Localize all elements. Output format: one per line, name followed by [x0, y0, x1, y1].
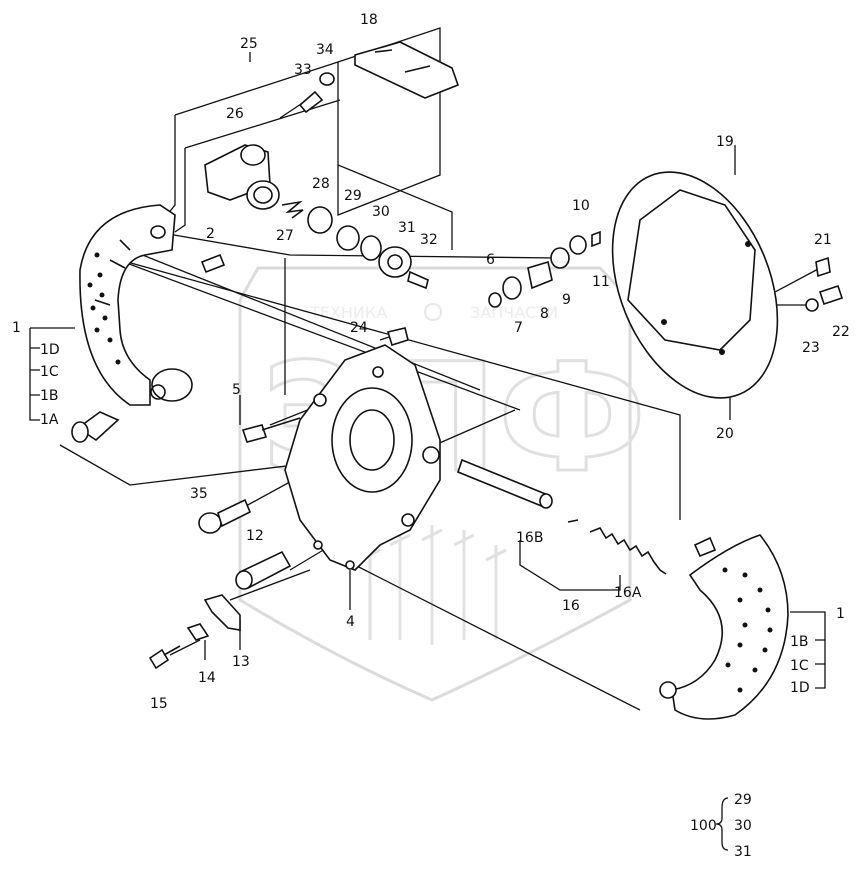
callout-4: 4 [346, 614, 355, 630]
callout-right-1: 1 [836, 606, 845, 622]
watermark-text-2: ЗАПЧАСТИ [470, 303, 558, 322]
callout-25: 25 [240, 36, 258, 52]
part-1-right-brake-shoe [659, 534, 789, 720]
kit-item-30: 30 [734, 818, 752, 834]
callout-35: 35 [190, 486, 208, 502]
part-27-spring [281, 200, 304, 219]
kit-number: 100 [690, 818, 717, 834]
callout-27: 27 [276, 228, 294, 244]
callout-28: 28 [312, 176, 330, 192]
callout-23: 23 [802, 340, 820, 356]
callout-32: 32 [420, 232, 438, 248]
part-4-backing-plate [284, 344, 441, 571]
callout-30: 30 [372, 204, 390, 220]
gear-icon [424, 303, 442, 321]
part-7-spring [502, 276, 522, 300]
part-12-pin [235, 550, 292, 590]
callout-1d: 1D [40, 342, 60, 358]
callout-34: 34 [316, 42, 334, 58]
part-13-clip [203, 594, 241, 631]
callout-7: 7 [514, 320, 523, 336]
callout-9: 9 [562, 292, 571, 308]
part-18-plate [354, 41, 460, 99]
callout-1b: 1B [40, 388, 59, 404]
callout-11: 11 [592, 274, 610, 290]
callout-15: 15 [150, 696, 168, 712]
callout-33: 33 [294, 62, 312, 78]
callout-16: 16 [562, 598, 580, 614]
part-2-pin [200, 253, 226, 274]
callout-29: 29 [344, 188, 362, 204]
callout-8: 8 [540, 306, 549, 322]
part-29-seal [336, 225, 360, 251]
part-24-bolt [386, 327, 409, 347]
callout-right-1b: 1B [790, 634, 809, 650]
callout-1a: 1A [40, 412, 59, 428]
part-28-cup [307, 206, 333, 234]
watermark-text-1: ТЕХНИКА [309, 303, 387, 322]
part-23-washer [805, 298, 819, 312]
callout-26: 26 [226, 106, 244, 122]
callout-18: 18 [360, 12, 378, 28]
part-22-bolt [818, 284, 844, 306]
kit-item-29: 29 [734, 792, 752, 808]
callout-13: 13 [232, 654, 250, 670]
callout-10: 10 [572, 198, 590, 214]
callout-21: 21 [814, 232, 832, 248]
kit-100: 100 29 30 31 [690, 792, 752, 860]
part-35-bolt [198, 498, 252, 534]
part-19-dust-shield [611, 171, 779, 399]
callout-right-1c: 1C [790, 658, 809, 674]
part-1-left-brake-shoe [79, 204, 193, 406]
leader-lines [29, 27, 826, 851]
callout-14: 14 [198, 670, 216, 686]
callout-6: 6 [486, 252, 495, 268]
part-10-ring [569, 235, 587, 255]
part-21-clip [815, 256, 831, 278]
callout-right-1d: 1D [790, 680, 810, 696]
callout-31: 31 [398, 220, 416, 236]
part-34-cap [319, 72, 335, 86]
callout-2: 2 [206, 226, 215, 242]
part-14-washer [186, 623, 210, 641]
callout-22: 22 [832, 324, 850, 340]
callout-5: 5 [232, 382, 241, 398]
kit-item-31: 31 [734, 844, 752, 860]
part-16a-spring [567, 519, 667, 575]
part-33-bleeder-screw [298, 90, 324, 114]
part-31-boot [378, 246, 412, 278]
callout-19: 19 [716, 134, 734, 150]
part-1a-bushing [71, 411, 120, 443]
callout-labels: 1 1D 1C 1B 1A 2 4 5 6 7 8 9 10 11 12 13 … [12, 12, 850, 712]
part-30-ring [360, 235, 382, 261]
part-9-cup [550, 247, 570, 269]
callout-16b: 16B [516, 530, 543, 546]
callout-1c: 1C [40, 364, 59, 380]
part-26-wheel-cylinder [204, 144, 280, 210]
part-6-washer [488, 292, 502, 308]
callout-12: 12 [246, 528, 264, 544]
callout-24: 24 [350, 320, 368, 336]
callout-20: 20 [716, 426, 734, 442]
part-32-pin [407, 270, 429, 290]
part-8-piston [527, 260, 553, 290]
part-5-adjuster [241, 417, 301, 443]
callout-16a: 16A [614, 585, 642, 601]
part-11-pin [591, 230, 601, 248]
part-15-bolt [148, 645, 181, 670]
callout-1: 1 [12, 320, 21, 336]
part-16b-rod [457, 458, 553, 509]
